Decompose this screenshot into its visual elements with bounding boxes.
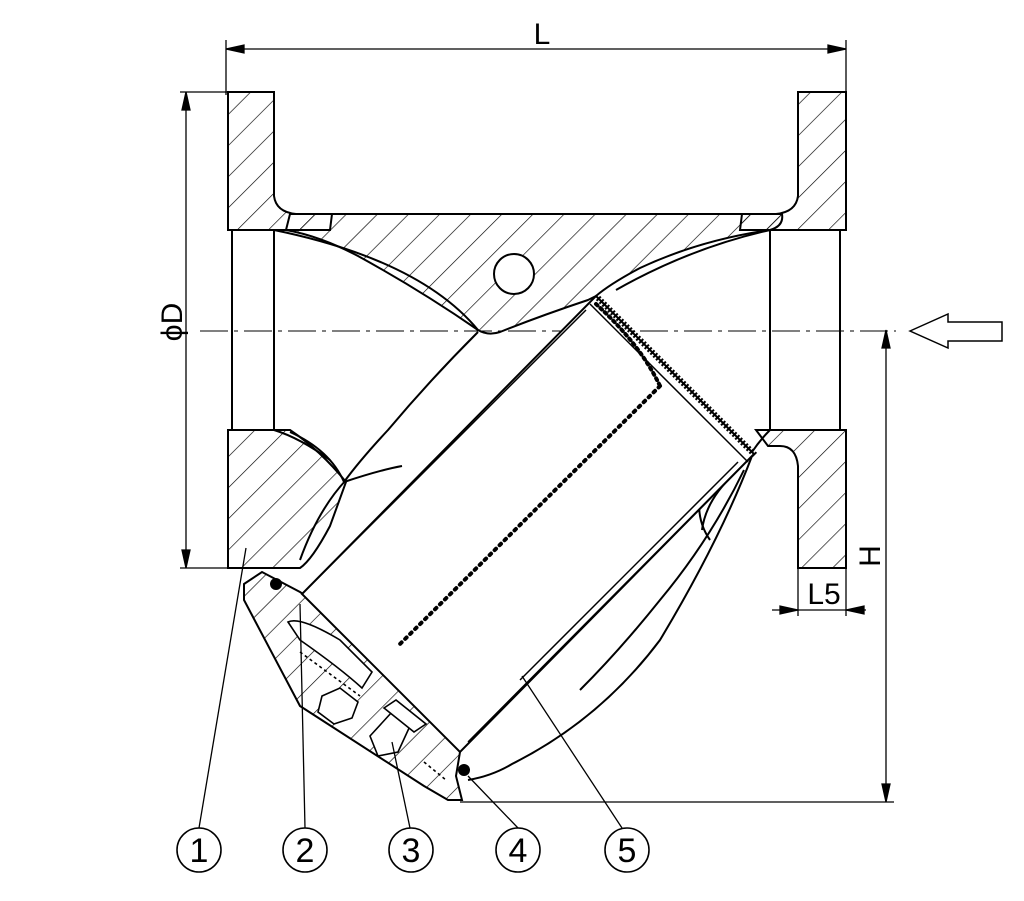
callout-1: 1 [176, 827, 222, 873]
callout-3: 3 [388, 827, 434, 873]
dimension-height-label: H [854, 545, 887, 567]
svg-text:2: 2 [296, 832, 315, 870]
svg-text:4: 4 [509, 832, 528, 870]
o-ring-lower [458, 764, 470, 776]
callout-4: 4 [495, 827, 541, 873]
diameter-letter: D [156, 303, 189, 325]
diameter-symbol: ϕ [156, 324, 189, 341]
callout-5: 5 [604, 827, 650, 873]
cover-bolt-assembly [286, 620, 447, 781]
callout-2: 2 [282, 827, 328, 873]
flow-direction-arrow-icon [908, 312, 1003, 350]
dimension-height [460, 329, 894, 803]
svg-text:5: 5 [618, 832, 637, 870]
svg-text:3: 3 [402, 832, 421, 870]
svg-text:ϕD: ϕD [156, 303, 189, 341]
dimension-length-label: L [534, 18, 551, 51]
o-ring-upper [270, 578, 282, 590]
callout-leaders [198, 547, 623, 829]
svg-text:1: 1 [190, 832, 209, 870]
dimension-length [225, 40, 847, 95]
dimension-flange-thickness [772, 568, 866, 616]
body-bore-hole [493, 253, 535, 295]
dimension-flange-diameter-label: ϕD [156, 303, 189, 341]
dimension-flange-diameter [180, 91, 232, 569]
svg-text:H: H [854, 545, 887, 567]
dimension-flange-thickness-label: L5 [807, 578, 840, 611]
screen-basket [300, 294, 759, 754]
